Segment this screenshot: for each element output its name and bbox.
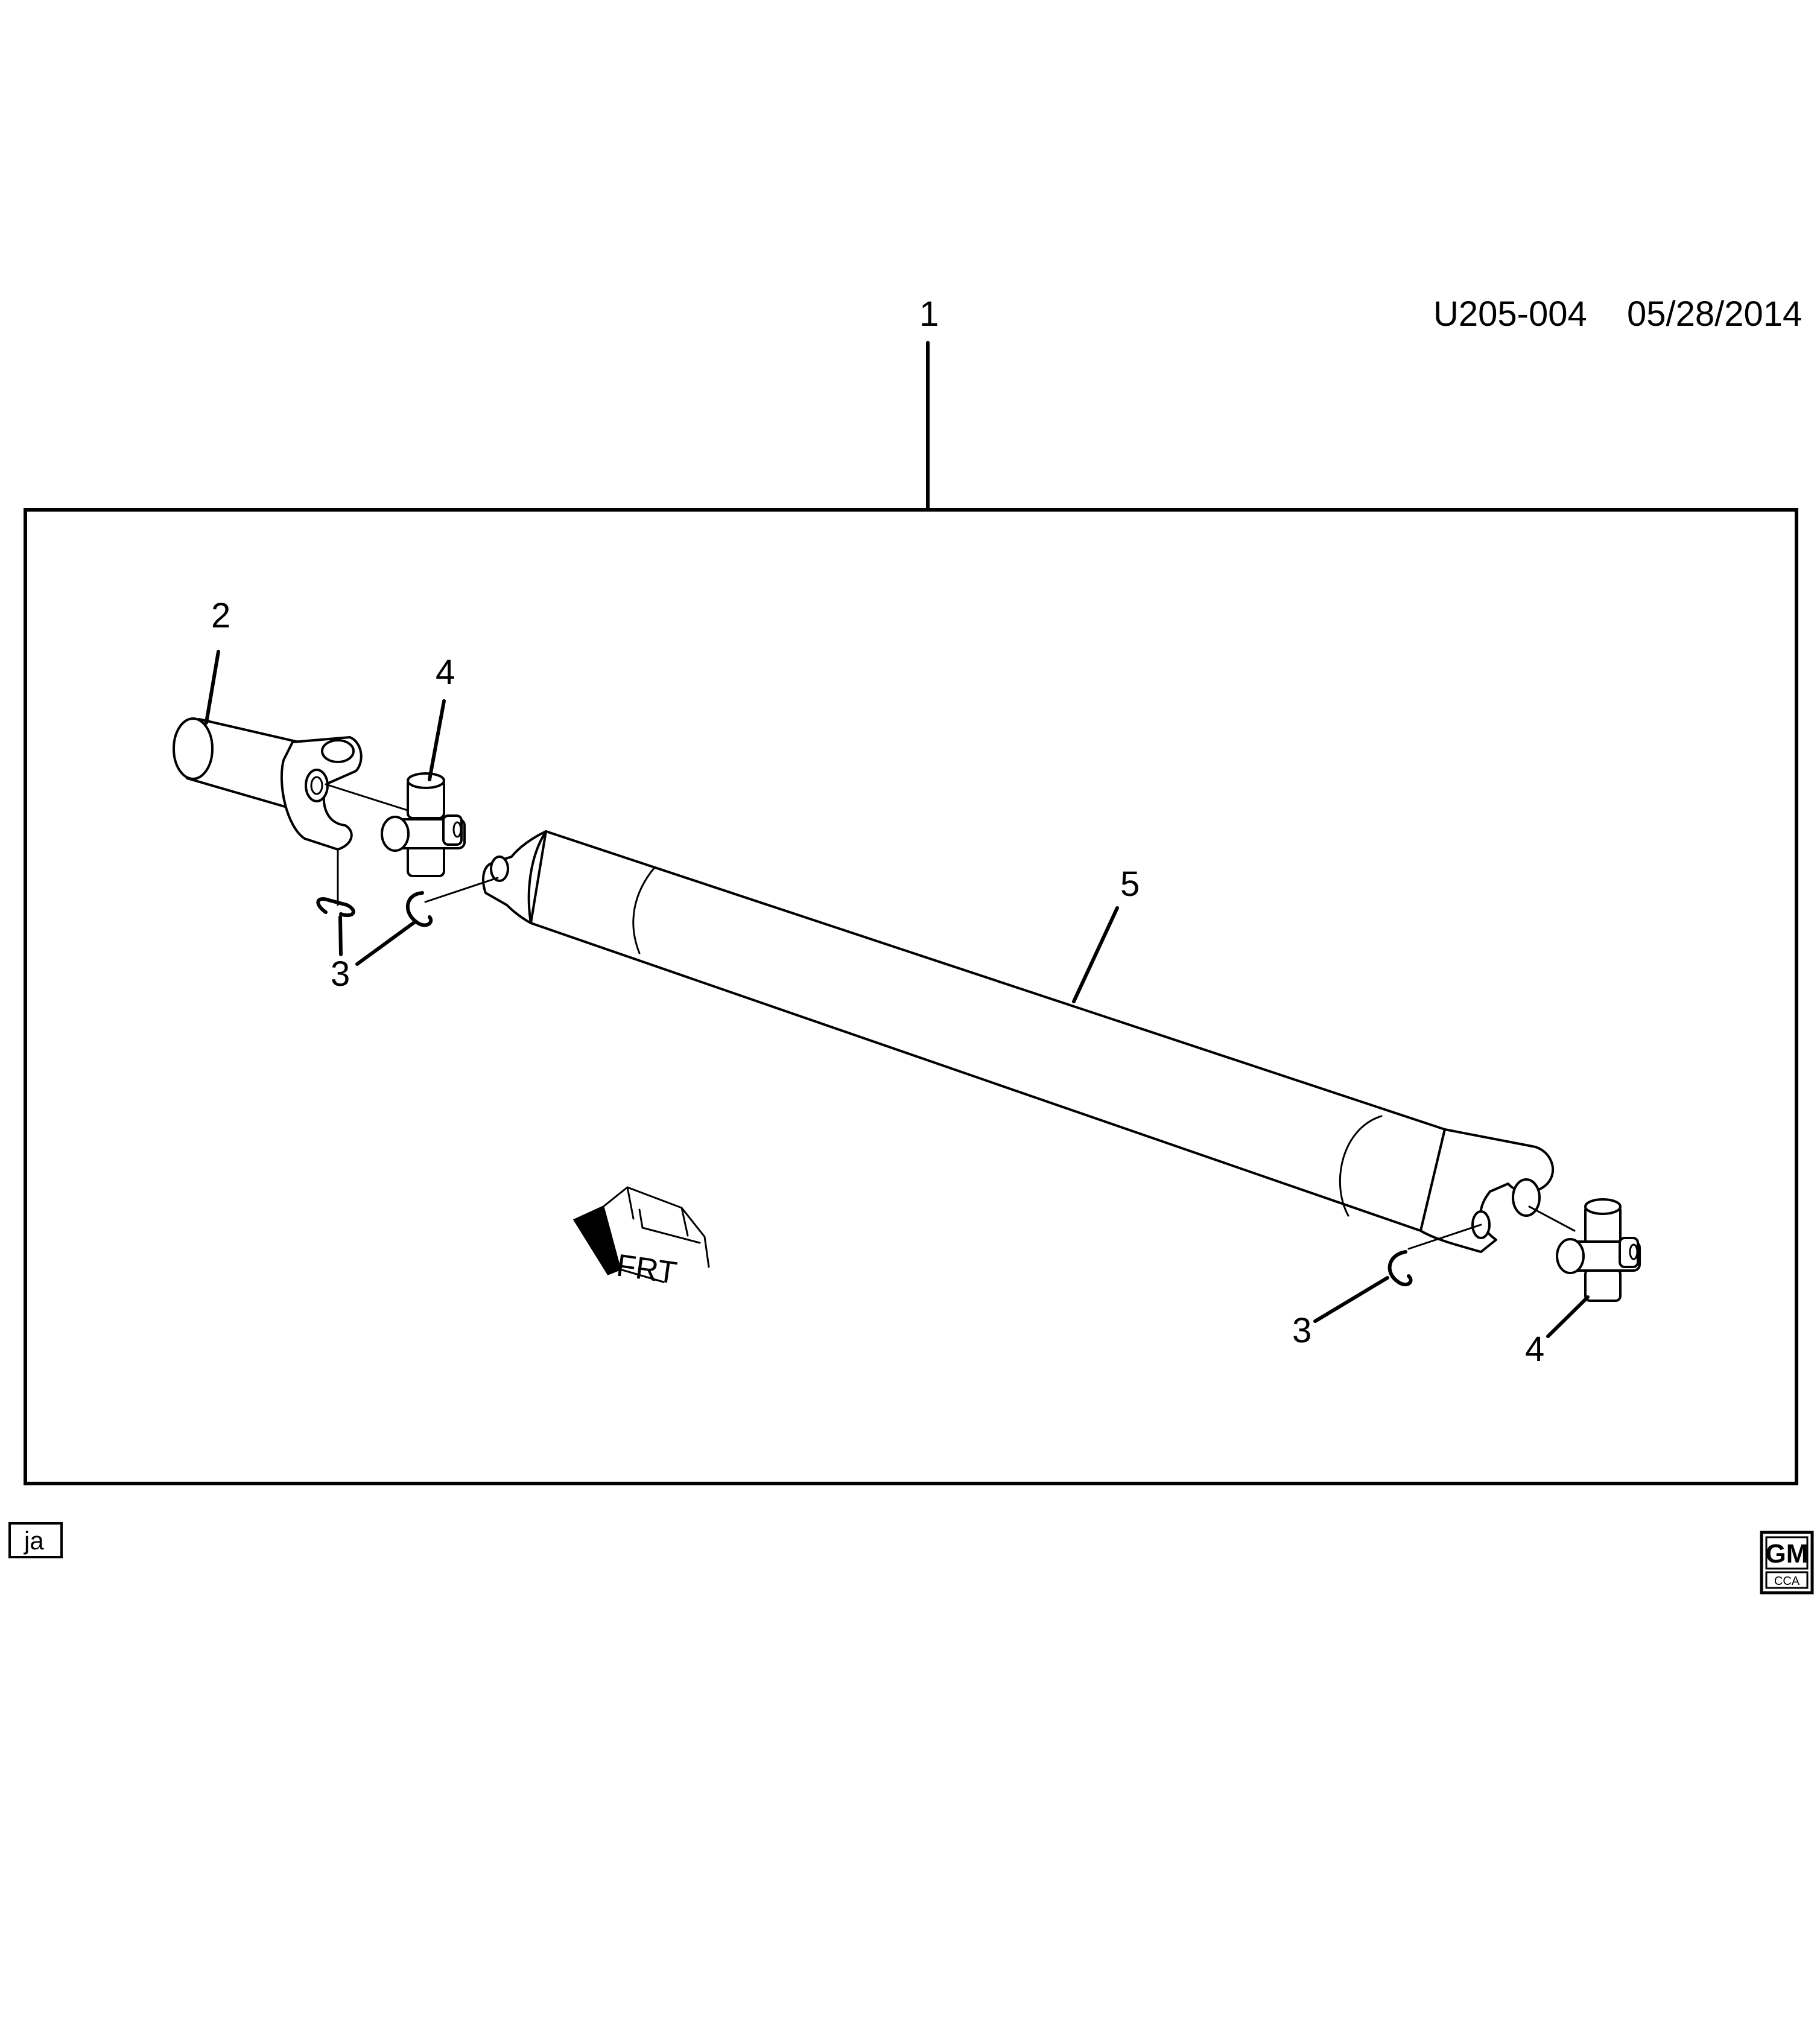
illustrator-box (8, 1522, 63, 1558)
retaining-ring-front-b (405, 891, 433, 927)
logo-main-text: GM (1766, 1539, 1809, 1569)
explode-line-front-2 (424, 877, 499, 903)
leader-line-5 (1072, 906, 1119, 1003)
callout-4-ujoint-rear: 4 (1525, 1330, 1544, 1369)
gm-cca-logo: GM CCA (1760, 1531, 1814, 1595)
front-arrow-icon (572, 1205, 621, 1275)
front-direction-indicator: FRT (572, 1186, 710, 1291)
explode-line-rear-1 (1407, 1224, 1482, 1250)
callout-2-slip-yoke: 2 (211, 596, 230, 635)
explode-line-rear-2 (1528, 1205, 1576, 1232)
document-date: 05/28/2014 (1627, 294, 1802, 334)
leader-line-3-front-b (355, 920, 417, 966)
callout-5-shaft: 5 (1120, 865, 1140, 904)
callout-3-retainer-front: 3 (331, 954, 350, 994)
front-direction-label: FRT (614, 1248, 679, 1290)
logo-sub-text: CCA (1774, 1575, 1800, 1588)
slip-yoke (173, 717, 363, 851)
illustrator-initials: ja (23, 1526, 44, 1555)
callout-3-retainer-rear: 3 (1292, 1311, 1311, 1350)
retaining-ring-front-a (316, 897, 355, 918)
leader-line-4-rear (1546, 1295, 1590, 1338)
callout-4-ujoint-front: 4 (436, 653, 455, 692)
leader-line-3-front-a (338, 915, 343, 956)
callout-1-assembly: 1 (919, 294, 939, 334)
leader-line-3-rear (1313, 1276, 1389, 1323)
retaining-ring-rear (1387, 1250, 1413, 1287)
universal-joint-front (381, 772, 466, 877)
universal-joint-rear (1556, 1198, 1641, 1302)
leader-line-2 (205, 650, 220, 725)
leader-line-4-front (428, 699, 446, 781)
assembly-frame (24, 508, 1798, 1485)
propeller-shaft-tube (481, 830, 1555, 1253)
document-id: U205-004 (1433, 294, 1587, 334)
